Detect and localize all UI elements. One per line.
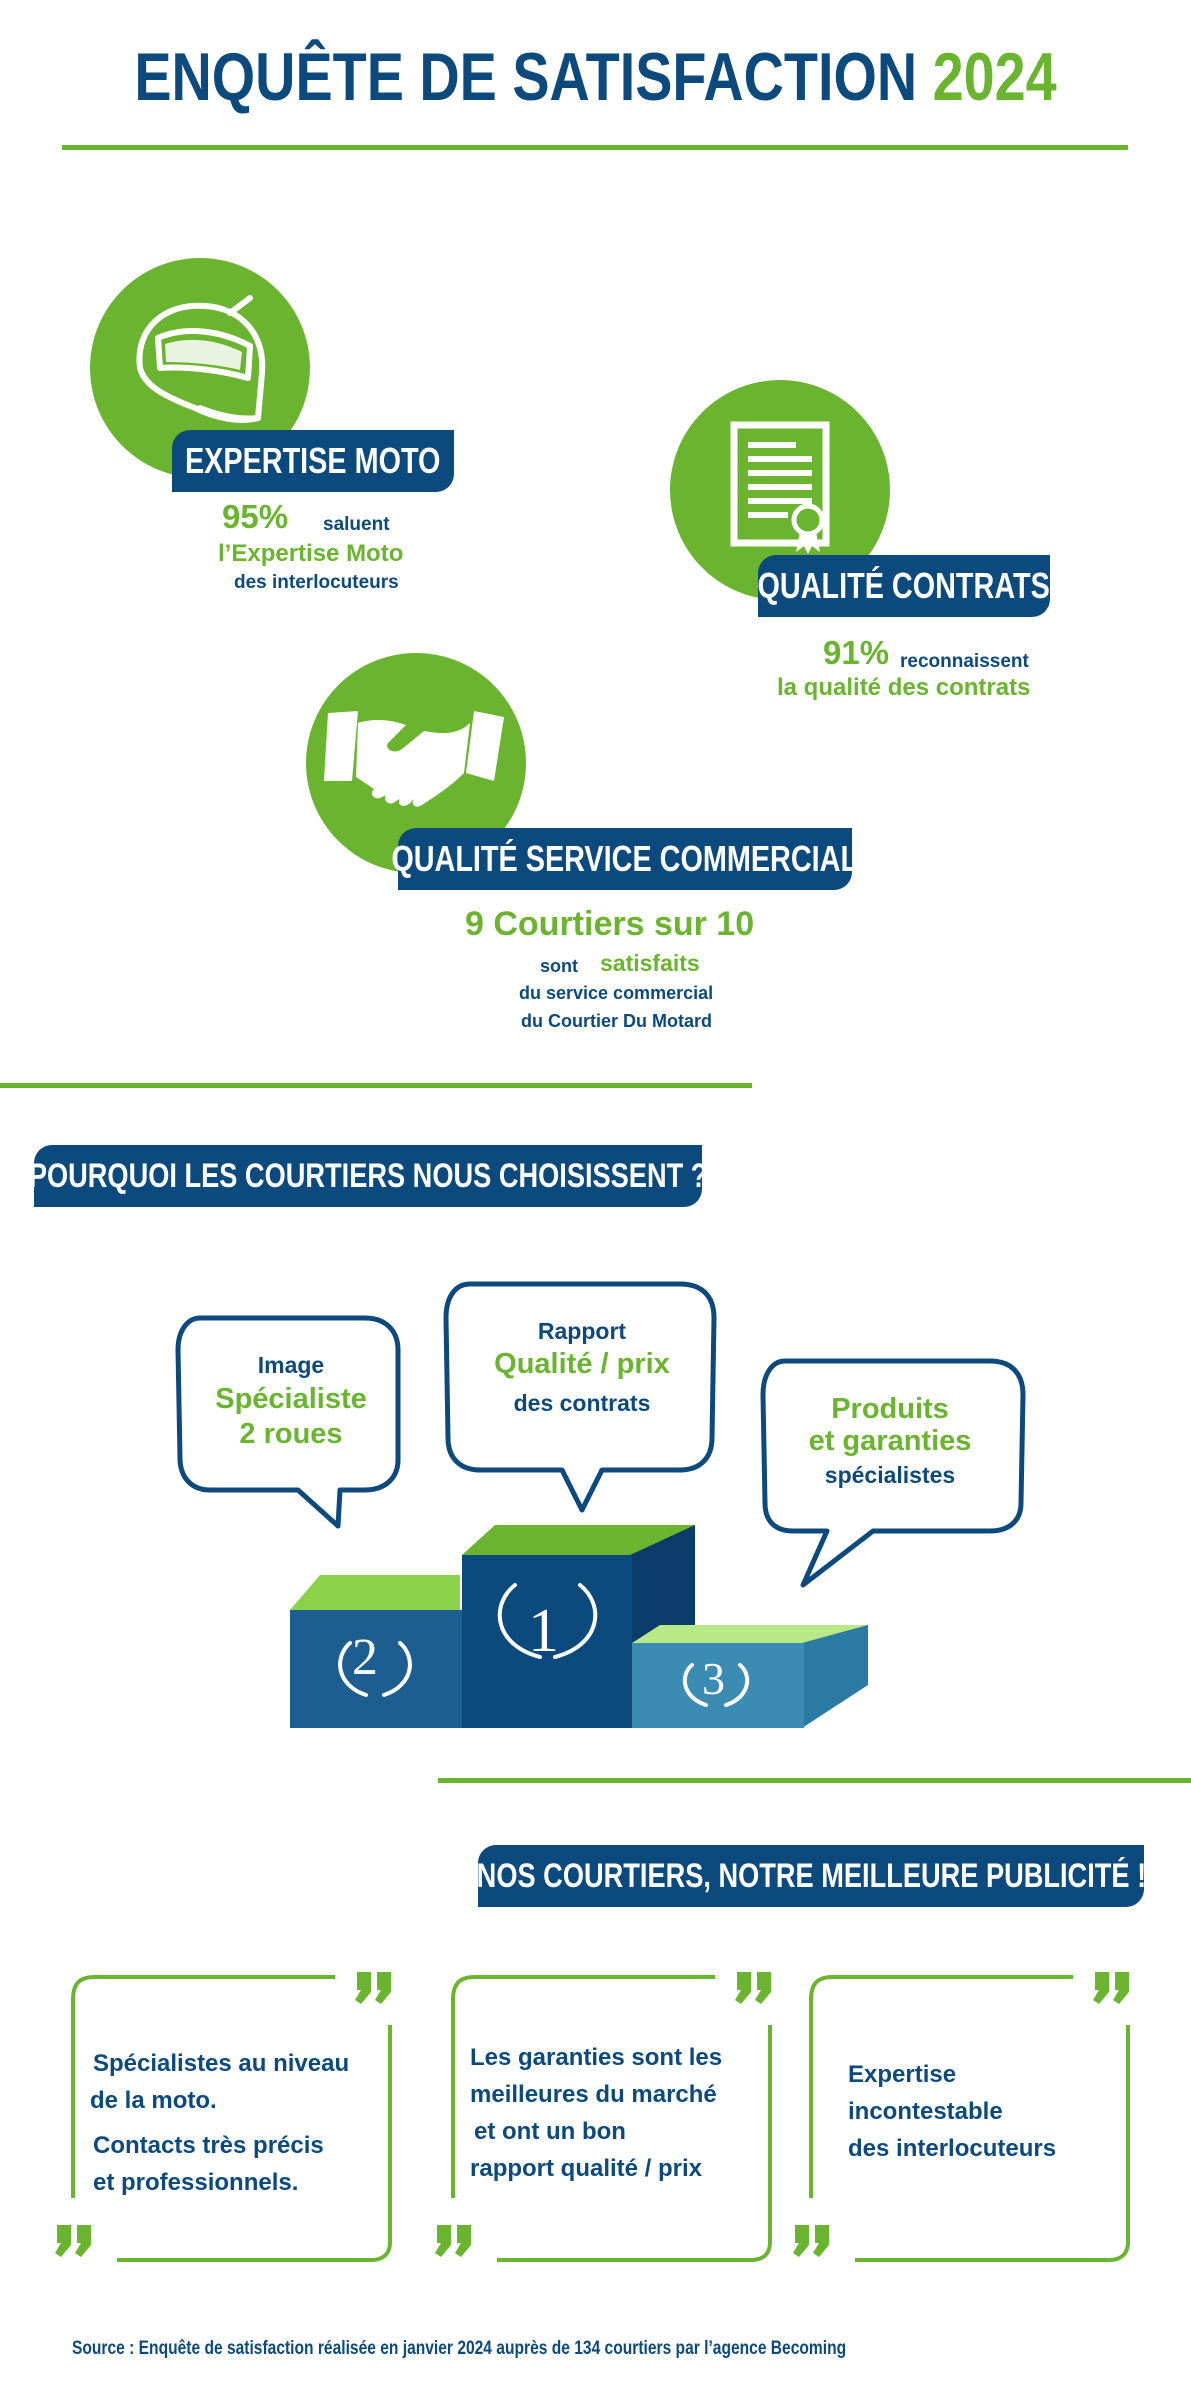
expertise-line3: des interlocuteurs [234, 572, 399, 593]
bubble-center-l1: Rapport [537, 1318, 627, 1344]
quote2-l3: et ont un bon [474, 2118, 626, 2145]
title-year: 2024 [932, 39, 1057, 115]
quote-box-1 [55, 1972, 392, 2262]
bubble-center-l3: des contrats [513, 1390, 651, 1416]
service-satisfaits: satisfaits [600, 950, 700, 976]
quote2-l2: meilleures du marché [470, 2081, 717, 2108]
contrats-tag: QUALITÉ CONTRATS [758, 555, 1050, 617]
service-headline: 9 Courtiers sur 10 [465, 905, 755, 943]
service-line3: du service commercial [519, 983, 714, 1003]
page-title: ENQUÊTE DE SATISFACTION 2024 [107, 38, 1084, 116]
section2-divider [438, 1778, 1191, 1783]
podium [290, 1525, 868, 1728]
section3-tag: NOS COURTIERS, NOTRE MEILLEURE PUBLICITÉ… [476, 1845, 1146, 1907]
expertise-tag: EXPERTISE MOTO [172, 430, 454, 492]
quote1-p1l1: Spécialistes au niveau [93, 2050, 350, 2077]
bubble-center-l2: Qualité / prix [494, 1348, 670, 1380]
helmet-icon [136, 295, 266, 423]
service-line4: du Courtier Du Motard [521, 1011, 712, 1031]
quote-box-2 [435, 1972, 772, 2262]
bubble-center [443, 1281, 717, 1513]
title-main: ENQUÊTE DE SATISFACTION [134, 39, 918, 115]
quote1-p2l2: et professionnels. [93, 2169, 299, 2196]
service-tag: QUALITÉ SERVICE COMMERCIAL [392, 828, 858, 890]
podium-first-number: 1 [528, 1597, 559, 1665]
bubble-right-l2: et garanties [808, 1425, 972, 1457]
bubble-left-l2: Spécialiste [215, 1383, 367, 1415]
section1-divider [0, 1083, 752, 1088]
quote3-l1: Expertise [848, 2061, 957, 2088]
quote1-p2l1: Contacts très précis [93, 2132, 324, 2159]
handshake-icon [324, 711, 504, 807]
contrats-line2: la qualité des contrats [777, 674, 1031, 701]
bubble-right [760, 1358, 1026, 1588]
expertise-verb: saluent [323, 514, 390, 535]
quote-mark-icon [55, 1972, 391, 2257]
podium-second-number: 2 [352, 1629, 378, 1686]
bubble-left-l3: 2 roues [239, 1418, 343, 1450]
quote2-l4: rapport qualité / prix [470, 2155, 703, 2182]
expertise-line2: l’Expertise Moto [218, 540, 404, 567]
quote3-l2: incontestable [848, 2098, 1003, 2125]
quote-mark-icon [793, 1972, 1129, 2257]
quote3-l3: des interlocuteurs [848, 2135, 1057, 2162]
contrats-percent: 91% [823, 634, 890, 671]
certificate-icon [730, 421, 830, 554]
bubble-right-l1: Produits [831, 1393, 949, 1425]
bubble-right-l3: spécialistes [824, 1462, 956, 1488]
quote2-l1: Les garanties sont les [470, 2044, 723, 2071]
section2-tag: POURQUOI LES COURTIERS NOUS CHOISISSENT … [29, 1145, 707, 1207]
expertise-percent: 95% [222, 498, 289, 535]
source-note: Source : Enquête de satisfaction réalisé… [72, 2338, 847, 2359]
quote1-p1l2: de la moto. [90, 2087, 217, 2114]
podium-third-number: 3 [702, 1653, 725, 1704]
contrats-verb: reconnaissent [900, 651, 1029, 672]
quote-mark-icon [435, 1972, 771, 2257]
title-underline [62, 145, 1128, 150]
service-sont: sont [540, 956, 578, 976]
bubble-left [175, 1315, 401, 1529]
quote-box-3 [793, 1972, 1130, 2262]
bubble-left-l1: Image [257, 1352, 325, 1378]
